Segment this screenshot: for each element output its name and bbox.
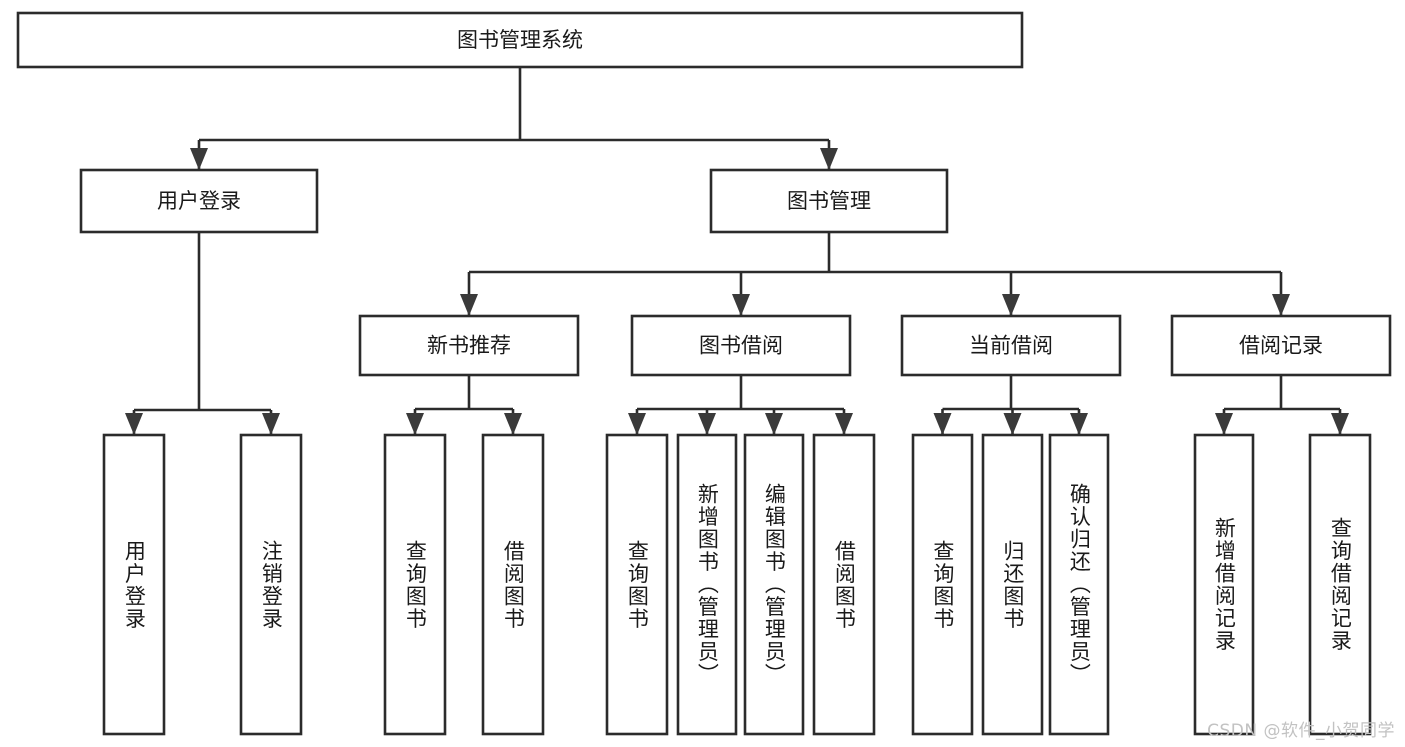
node-box-current-borrow[interactable] xyxy=(900,314,1122,377)
node-label-book-manage: 图书管理 xyxy=(787,189,871,213)
connector-layer xyxy=(125,67,1349,435)
node-box-book-manage[interactable] xyxy=(709,168,949,234)
arrow-head-icon xyxy=(835,413,853,435)
arrow-head-icon xyxy=(262,413,280,435)
node-box-leaf-query-book-borrow[interactable] xyxy=(605,433,669,736)
arrow-head-icon xyxy=(504,413,522,435)
node-label-current-borrow: 当前借阅 xyxy=(969,334,1053,358)
node-label-new-book-rec: 新书推荐 xyxy=(427,334,511,358)
node-label-user-login: 用户登录 xyxy=(157,189,241,213)
node-box-leaf-add-book[interactable] xyxy=(676,433,738,736)
arrow-head-icon xyxy=(125,413,143,435)
node-box-leaf-user-logout[interactable] xyxy=(239,433,303,736)
node-label-root: 图书管理系统 xyxy=(457,28,583,52)
csdn-watermark: CSDN @软件_小贺同学 xyxy=(1207,721,1395,741)
node-box-leaf-borrow-book-rec[interactable] xyxy=(481,433,545,736)
node-box-borrow-record[interactable] xyxy=(1170,314,1392,377)
arrow-head-icon xyxy=(1331,413,1349,435)
arrow-head-icon xyxy=(732,294,750,316)
node-label-book-borrow: 图书借阅 xyxy=(699,334,783,358)
arrow-head-icon xyxy=(628,413,646,435)
node-box-leaf-edit-book[interactable] xyxy=(743,433,805,736)
node-box-leaf-return-book[interactable] xyxy=(981,433,1044,736)
arrow-head-icon xyxy=(1215,413,1233,435)
node-box-leaf-user-login[interactable] xyxy=(102,433,166,736)
node-box-leaf-add-borrow-record[interactable] xyxy=(1193,433,1255,736)
arrow-head-icon xyxy=(698,413,716,435)
node-box-leaf-borrow-book[interactable] xyxy=(812,433,876,736)
node-box-user-login[interactable] xyxy=(79,168,319,234)
node-box-leaf-query-borrow-record[interactable] xyxy=(1308,433,1372,736)
node-box-new-book-rec[interactable] xyxy=(358,314,580,377)
arrow-head-icon xyxy=(406,413,424,435)
node-box-book-borrow[interactable] xyxy=(630,314,852,377)
arrow-head-icon xyxy=(1002,294,1020,316)
node-box-leaf-query-book-current[interactable] xyxy=(911,433,974,736)
arrow-head-icon xyxy=(1003,413,1022,435)
node-box-leaf-confirm-return[interactable] xyxy=(1048,433,1110,736)
arrow-head-icon xyxy=(933,413,952,435)
node-box-root[interactable] xyxy=(16,11,1024,69)
node-label-borrow-record: 借阅记录 xyxy=(1239,334,1323,358)
arrow-head-icon xyxy=(1272,294,1290,316)
node-box-leaf-query-book-rec[interactable] xyxy=(383,433,447,736)
arrow-head-icon xyxy=(820,148,838,170)
arrow-head-icon xyxy=(190,148,208,170)
arrow-head-icon xyxy=(765,413,783,435)
arrow-head-icon xyxy=(1070,413,1088,435)
arrow-head-icon xyxy=(460,294,478,316)
